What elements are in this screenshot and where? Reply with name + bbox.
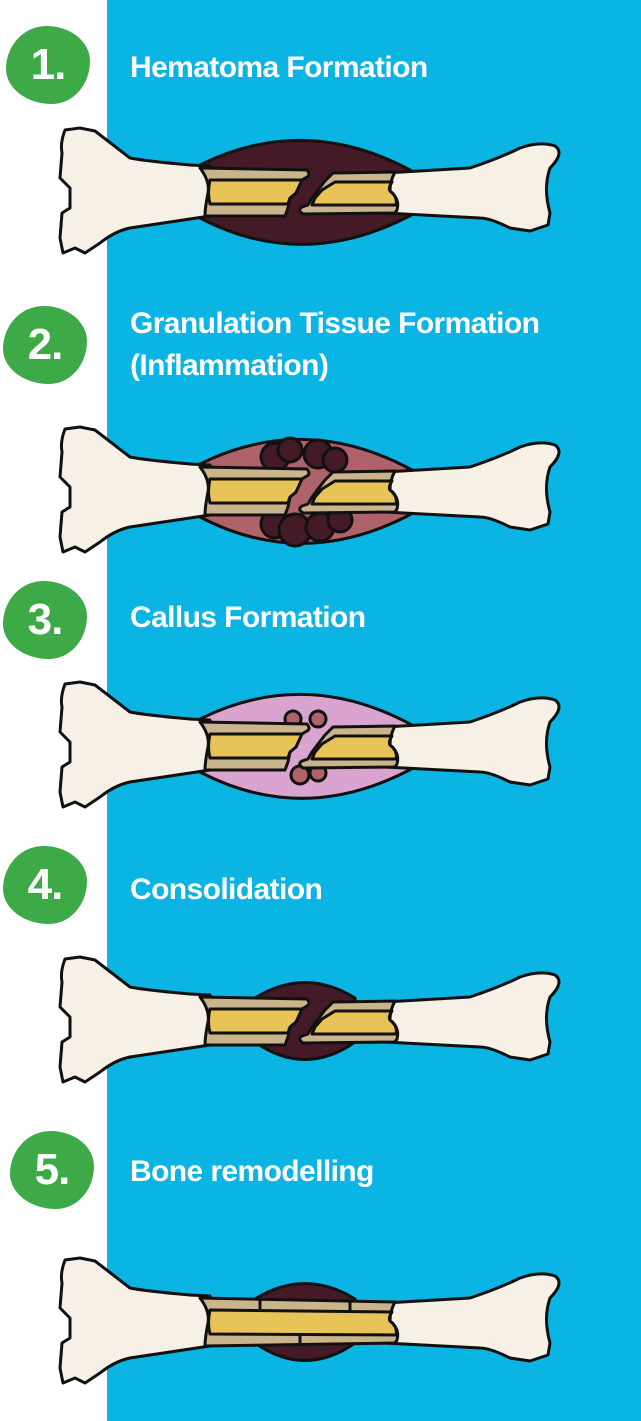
bone-left-end xyxy=(58,425,222,554)
bone-illustration-consolidation xyxy=(58,955,561,1084)
bone-left-end xyxy=(58,1256,222,1385)
bone-right-end xyxy=(383,441,561,532)
step-number: 4. xyxy=(27,860,64,909)
step-5-title: Bone remodelling xyxy=(130,1155,374,1188)
tissue-blob xyxy=(276,436,304,464)
step-4-title: Consolidation xyxy=(130,873,323,906)
bone-right-end xyxy=(383,971,561,1062)
bone-fragment-right-marrow xyxy=(310,180,398,207)
bone-fragment-right-marrow xyxy=(310,1009,398,1036)
bone-fragment-left-marrow xyxy=(207,178,304,206)
bone-left-end xyxy=(58,680,222,809)
step-2-subtitle: (Inflammation) xyxy=(130,349,329,382)
bone-illustration-granulation xyxy=(58,425,561,554)
step-number: 2. xyxy=(27,320,64,369)
bone-illustration-hematoma xyxy=(58,126,561,255)
step-3-badge: 3. xyxy=(3,581,87,659)
step-number: 5. xyxy=(34,1145,71,1194)
bone-shaft-marrow xyxy=(207,1308,398,1337)
bone-fragment-left-marrow xyxy=(207,1007,304,1035)
bone-right-end xyxy=(383,1272,561,1363)
step-3-title: Callus Formation xyxy=(130,601,366,634)
tissue-blob xyxy=(321,446,349,474)
bone-left-end xyxy=(58,126,222,255)
bone-right-end xyxy=(383,142,561,233)
step-2-title: Granulation Tissue Formation xyxy=(130,307,540,340)
step-5-badge: 5. xyxy=(10,1131,94,1209)
step-4-badge: 4. xyxy=(3,846,87,924)
step-number: 1. xyxy=(30,40,67,89)
bone-left-end xyxy=(58,955,222,1084)
bone-fragment-right-marrow xyxy=(310,479,398,506)
bone-fragment-left-marrow xyxy=(207,477,304,505)
bone-illustration-remodelling xyxy=(58,1256,561,1385)
remodelled-joint-lines xyxy=(258,1298,352,1345)
bone-right-end xyxy=(383,696,561,787)
step-1-title: Hematoma Formation xyxy=(130,51,428,84)
tissue-blob xyxy=(308,709,328,729)
step-number: 3. xyxy=(27,595,64,644)
bone-fragment-right-marrow xyxy=(310,734,398,761)
step-2-badge: 2. xyxy=(3,306,87,384)
bone-illustration-callus xyxy=(58,680,561,809)
bone-fragment-left-marrow xyxy=(207,732,304,760)
step-1-badge: 1. xyxy=(6,26,90,104)
